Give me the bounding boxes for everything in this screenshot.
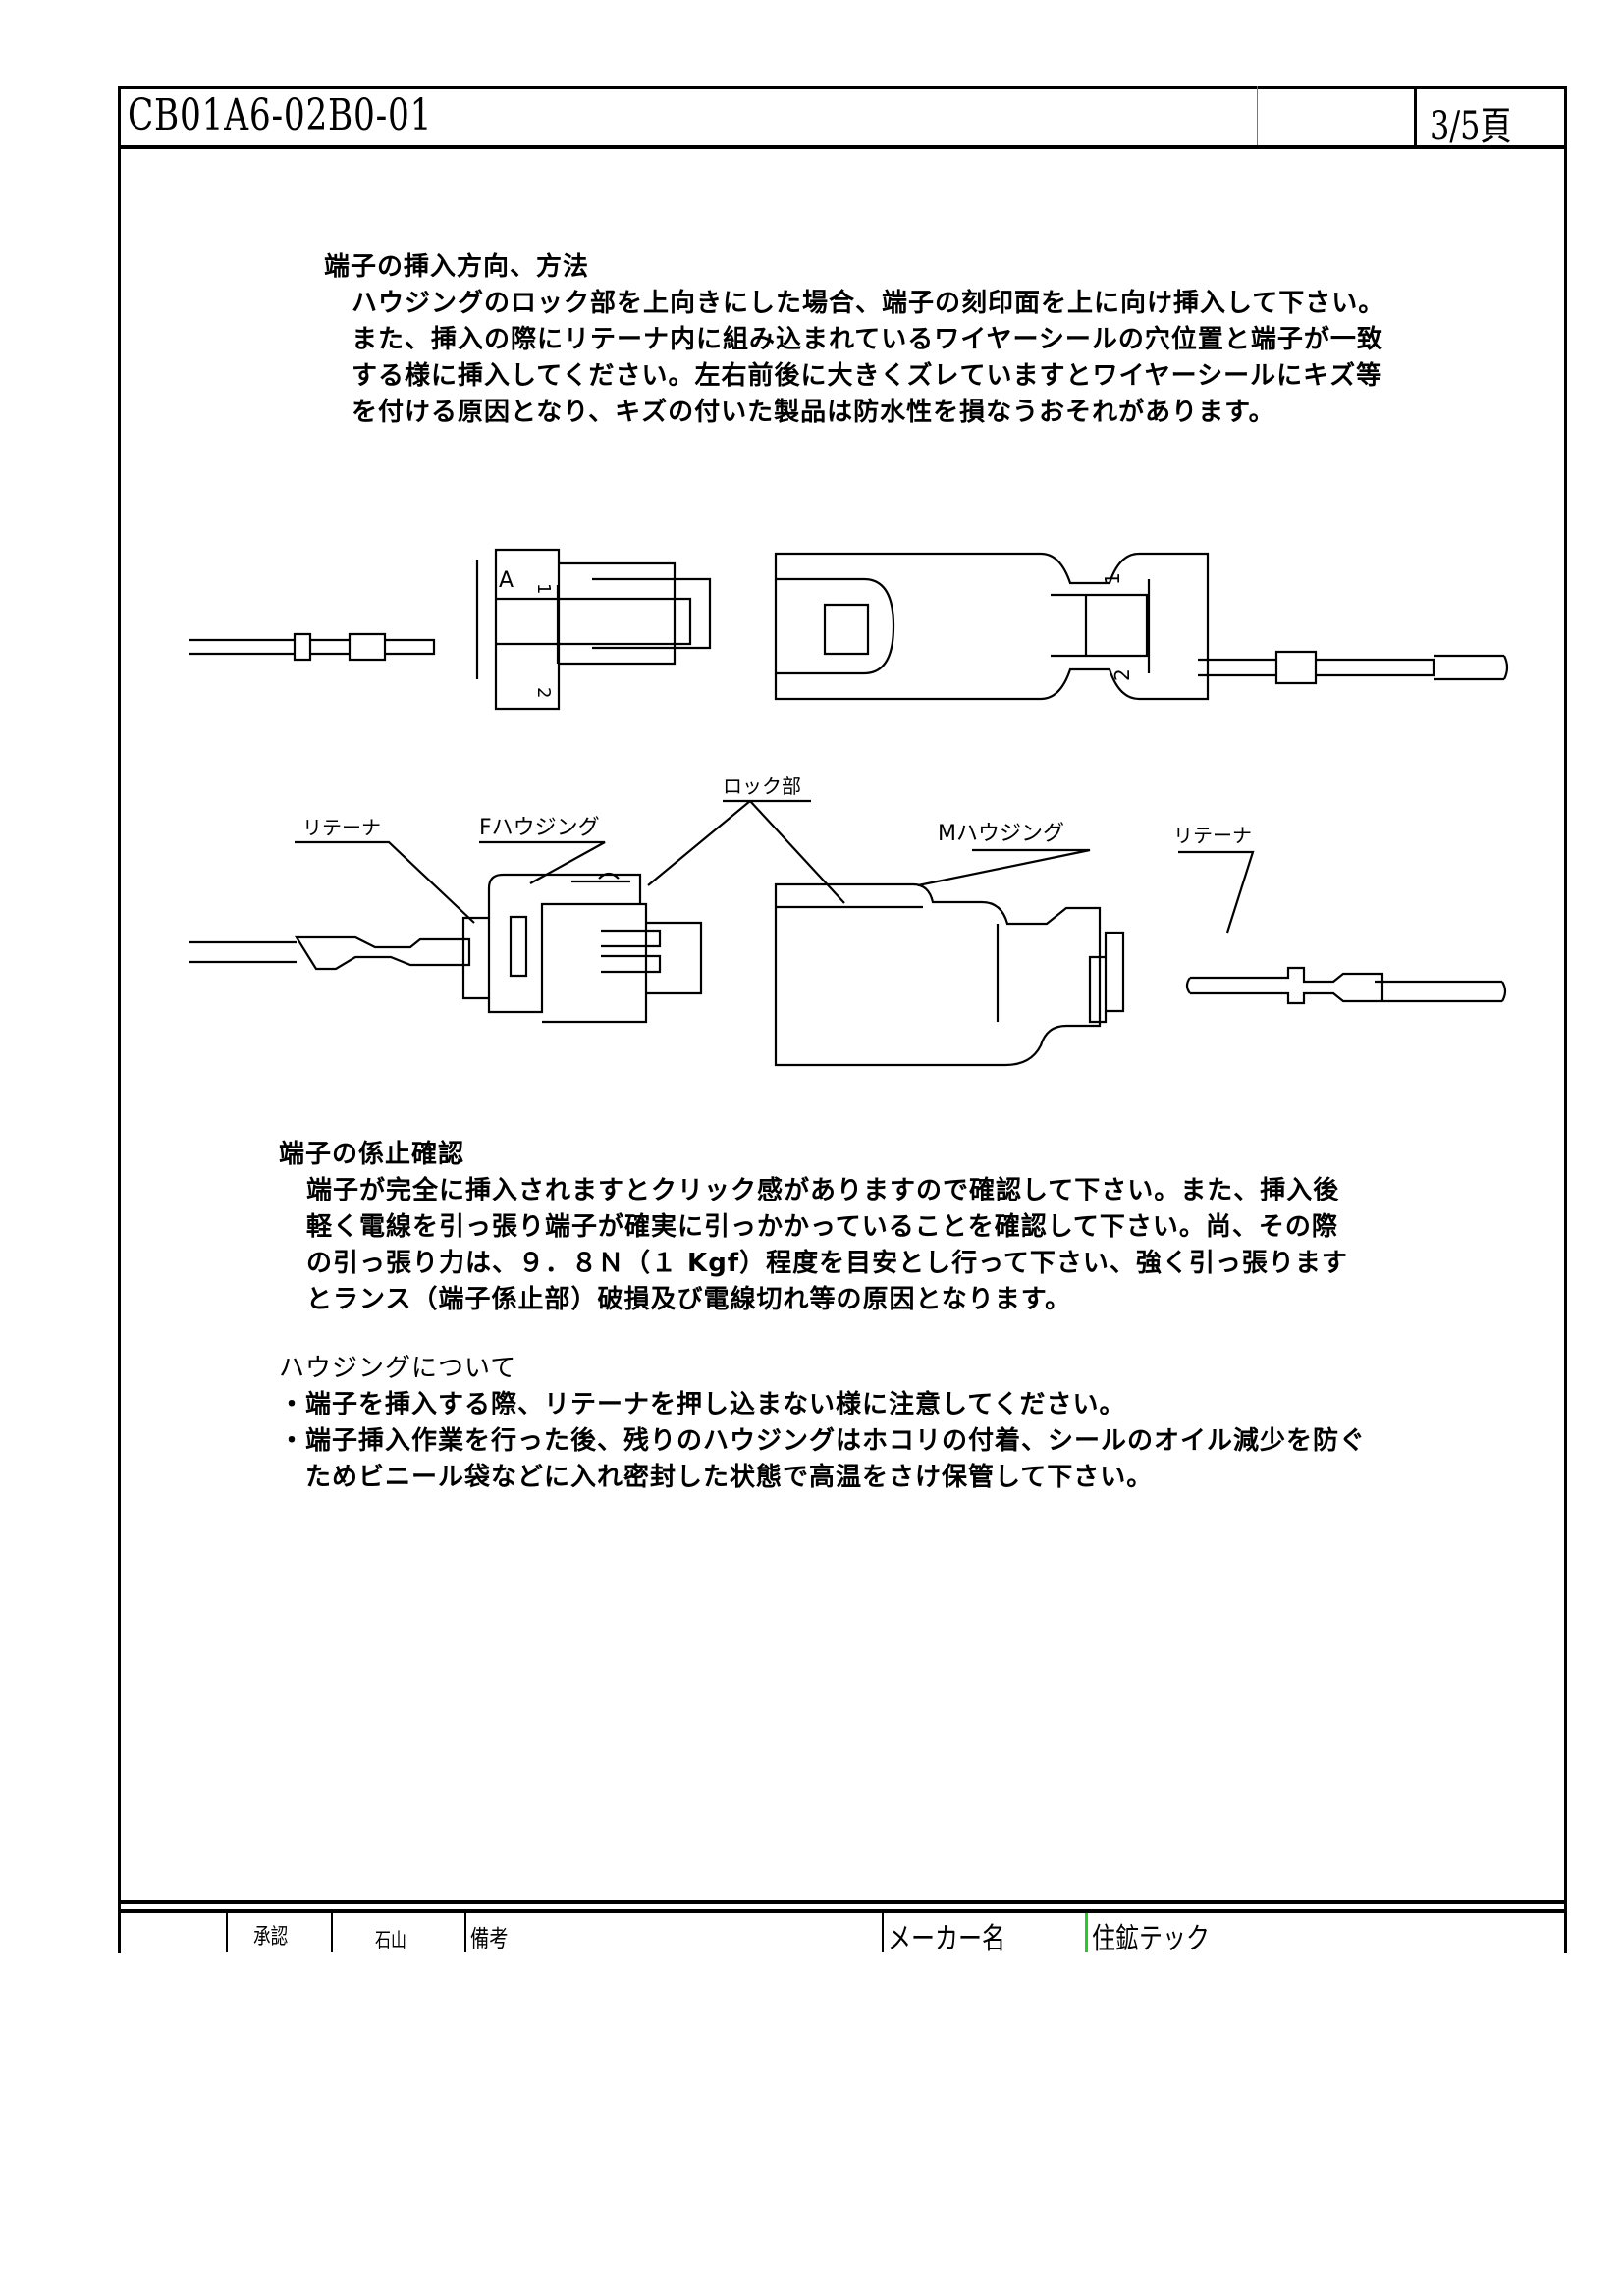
section-housing: ハウジングについて ・端子を挿入する際、リテーナを押し込まない様に注意してくださ… [279,1351,1366,1496]
section-title: 端子の挿入方向、方法 [324,252,590,282]
bullet-line: ためビニール袋などに入れ密封した状態で高温をさけ保管して下さい。 [279,1463,1154,1492]
f-housing-top: A 1 2 [475,548,712,711]
label-f-housing: Fハウジング [479,816,600,840]
section-latch-check: 端子の係止確認 端子が完全に挿入されますとクリック感がありますので確認して下さい… [279,1137,1348,1318]
terminal-right-side [1185,966,1507,1005]
svg-text:2: 2 [1110,668,1134,681]
paragraph-line: とランス（端子係止部）破損及び電線切れ等の原因となります。 [306,1285,1072,1314]
approval-label: 承認 [253,1925,289,1949]
divider [331,1913,333,1952]
section-title: 端子の係止確認 [279,1140,465,1169]
f-housing-side [461,872,703,1024]
remarks-label: 備考 [470,1925,509,1952]
maker-name: 住鉱テック [1092,1922,1210,1956]
document-frame [118,86,1567,1953]
document-id: CB01A6-02B0-01 [128,90,433,140]
page-number: 3/5頁 [1430,104,1512,149]
paragraph-line: 端子が完全に挿入されますとクリック感がありますので確認して下さい。また、挿入後 [306,1176,1340,1205]
paragraph-line: する様に挿入してください。左右前後に大きくズレていますとワイヤーシールにキズ等 [352,361,1383,391]
section-insertion: 端子の挿入方向、方法 ハウジングのロック部を上向きにした場合、端子の刻印面を上に… [324,249,1384,431]
bullet-line: ・端子挿入作業を行った後、残りのハウジングはホコリの付着、シールのオイル減少を防… [279,1426,1367,1456]
footer-rule [118,1900,1567,1904]
paragraph-line: を付ける原因となり、キズの付いた製品は防水性を損なうおそれがあります。 [352,398,1275,427]
maker-label: メーカー名 [888,1922,1005,1956]
footer-rule [118,1909,1567,1913]
label-retainer-right: リテーナ [1173,824,1252,847]
terminal-right-top [1198,650,1509,685]
label-m-housing: Mハウジング [938,822,1064,846]
divider [882,1913,884,1952]
paragraph-line: 軽く電線を引っ張り端子が確実に引っかかっていることを確認して下さい。尚、その際 [306,1212,1338,1242]
paragraph-line: また、挿入の際にリテーナ内に組み込まれているワイヤーシールの穴位置と端子が一致 [352,325,1383,354]
label-lock: ロック部 [723,774,801,798]
leader-lines [295,799,1255,934]
maker-marker [1085,1913,1088,1952]
divider [226,1913,228,1952]
svg-text:A: A [499,568,514,593]
divider [1414,86,1417,145]
section-title: ハウジングについて [279,1354,517,1383]
connector-diagram: A 1 2 1 2 リテーナ Fハウジング ロック部 Mハウジング リテーナ [189,548,1509,1067]
bullet-line: ・端子を挿入する際、リテーナを押し込まない様に注意してください。 [279,1390,1126,1419]
svg-text:1: 1 [1101,572,1124,585]
m-housing-side [774,882,1125,1067]
paragraph-line: の引っ張り力は、９．８Ｎ（１ Kgf）程度を目安とし行って下さい、強く引っ張りま… [306,1249,1348,1278]
svg-text:2: 2 [533,687,554,698]
title-block: CB01A6-02B0-01 3/5頁 [118,86,1567,149]
paragraph-line: ハウジングのロック部を上向きにした場合、端子の刻印面を上に向け挿入して下さい。 [352,289,1385,318]
m-housing-top: 1 2 [774,552,1210,701]
label-retainer-left: リテーナ [302,816,381,839]
terminal-left-side [189,935,471,971]
divider [464,1913,466,1952]
divider [1257,86,1258,145]
terminal-left-top [189,632,436,662]
approver-name: 石山 [375,1928,406,1951]
svg-text:1: 1 [533,583,554,594]
